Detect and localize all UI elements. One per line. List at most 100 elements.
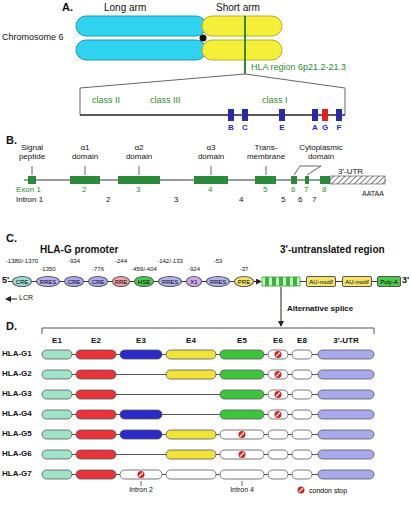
intron-number: 7 [312, 195, 316, 204]
isoform-label: HLA-G1 [2, 349, 32, 358]
panel-letter: A. [62, 1, 73, 14]
position-number: -1380/-1370 [2, 258, 42, 265]
legend-text: condon stop [309, 487, 347, 494]
domain-label: Trans-membrane [243, 143, 289, 161]
intron-tick [242, 481, 243, 486]
intron-label: Intron 4 [222, 486, 262, 494]
polya-box: Poly-A [377, 276, 401, 287]
exon-header: E5 [222, 336, 262, 345]
domain-label: α1 domain [68, 143, 102, 161]
exon-header: E8 [282, 336, 322, 345]
section-title: 3'-untranslated region [280, 244, 385, 256]
element-name: CRE [92, 279, 105, 285]
exon-number: 4 [208, 185, 212, 194]
isoform-label: HLA-G3 [2, 389, 32, 398]
element-name: RRES [162, 279, 179, 285]
panel-letter: C. [6, 232, 17, 245]
transcription-arrow [254, 281, 261, 282]
utr-motif: AU-motif [306, 276, 336, 287]
chromosome-label: Chromosome 6 [2, 32, 64, 42]
region-label: LCR [19, 294, 33, 302]
position-number: -924 [174, 266, 214, 273]
intron-label: Intron 2 [121, 486, 161, 494]
exon-label: Exon 1 [16, 185, 41, 194]
intron-number: 4 [239, 195, 243, 204]
exon-header: E3 [121, 336, 161, 345]
element-name: CRE [68, 279, 81, 285]
class-label: class II [92, 95, 120, 105]
strand-end: 5' [2, 275, 9, 285]
gene-letter: B [226, 123, 236, 132]
exon-header: E1 [37, 336, 77, 345]
exon-header: 3'-UTR [326, 336, 366, 345]
position-number: -244 [101, 258, 141, 265]
arm-label: Long arm [104, 2, 146, 14]
element-name: RRES [210, 279, 227, 285]
arm-label: Short arm [216, 2, 260, 14]
promoter-element: PRE [234, 276, 254, 287]
element-name: AU-motif [345, 279, 368, 285]
promoter-element: RRE [112, 276, 130, 287]
gene-letter: F [334, 123, 344, 132]
element-name: X1 [190, 279, 197, 285]
strand-end: 3' [402, 275, 409, 285]
promoter-element: RRES [36, 276, 60, 287]
domain-label: Signal peptide [12, 143, 52, 161]
legend-item: condon stop [296, 485, 347, 495]
exon-number: 3 [136, 185, 140, 194]
position-number: -142/-133 [150, 258, 190, 265]
gene-structure [24, 166, 386, 184]
utr-motif: AU-motif [342, 276, 372, 287]
splice-arrow [281, 287, 282, 326]
gene-letter: A [310, 123, 320, 132]
intron-number: 2 [106, 195, 110, 204]
promoter-element: CRE [64, 276, 84, 287]
intron-label: Intron 1 [16, 195, 43, 204]
gene-letter: E [277, 123, 287, 132]
element-name: AU-motif [309, 279, 332, 285]
position-number: -53 [198, 258, 238, 265]
section-title: HLA-G promoter [40, 244, 118, 256]
promoter-element: RRES [206, 276, 230, 287]
exon-number: 5 [263, 185, 267, 194]
element-name: PRE [238, 279, 250, 285]
promoter-element: HSE [134, 276, 154, 287]
domain-label: α2 domain [122, 143, 156, 161]
region-label: HLA region 6p21.2-21.3 [251, 62, 346, 72]
isoform-label: HLA-G5 [2, 429, 32, 438]
exon-header: E6 [258, 336, 298, 345]
panel-letter: B. [6, 134, 17, 147]
isoform-exons [42, 430, 374, 439]
exon-number: 2 [82, 185, 86, 194]
intron-number: 6 [298, 195, 302, 204]
position-number: -1350 [28, 266, 68, 273]
isoform-exons [42, 410, 374, 419]
promoter-element: CRE [12, 276, 32, 287]
isoform-exons [42, 470, 374, 479]
exon-strip [262, 277, 300, 286]
splice-bracket [42, 328, 374, 334]
gene-letter: G [320, 123, 330, 132]
intron-tick [141, 481, 142, 486]
element-name: CRE [16, 279, 29, 285]
position-number: -776 [78, 266, 118, 273]
domain-label: Cytoplasmic domain [292, 143, 350, 161]
gene-boxes [228, 109, 342, 121]
element-name: RRE [115, 279, 128, 285]
promoter-element: X1 [186, 276, 202, 287]
isoform-exons [42, 450, 374, 459]
promoter-element: RRES [158, 276, 182, 287]
polya-signal: AATAA [362, 190, 384, 198]
element-name: RRES [40, 279, 57, 285]
position-number: -37 [224, 266, 264, 273]
promoter-element: CRE [88, 276, 108, 287]
gene-letter: C [240, 123, 250, 132]
intron-number: 5 [281, 195, 285, 204]
exon-number: 7 [304, 185, 308, 194]
legend-swatch [296, 485, 306, 495]
isoform-label: HLA-G6 [2, 449, 32, 458]
lcr-arrow [6, 299, 17, 300]
element-name: Poly-A [380, 279, 398, 285]
